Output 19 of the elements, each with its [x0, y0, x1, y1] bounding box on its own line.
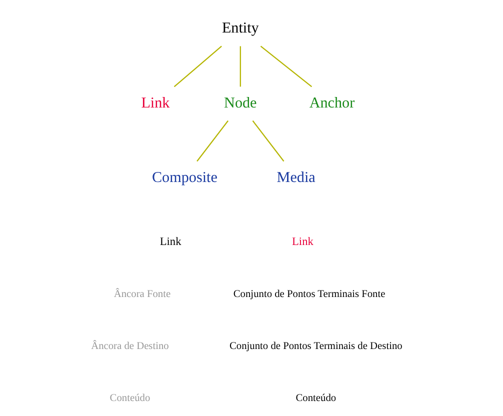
connector — [260, 46, 312, 88]
node-text: Link — [141, 95, 170, 112]
node-text: Composite — [152, 170, 218, 186]
connector — [252, 120, 284, 162]
node-text: Node — [224, 95, 257, 112]
connector — [196, 120, 228, 162]
connector — [240, 46, 241, 87]
node-text: Media — [276, 170, 316, 186]
node-text: Entity — [222, 20, 259, 37]
label: Conjunto de Pontos Terminais Fonte — [233, 289, 386, 300]
label: Link — [160, 236, 182, 248]
label: Conteúdo — [110, 392, 150, 404]
label: Conjunto de Pontos Terminais de Destino — [229, 340, 402, 352]
label: Conteúdo — [296, 392, 336, 404]
label: Link — [292, 236, 314, 248]
node-text: Anchor — [309, 95, 355, 112]
connector — [174, 46, 222, 88]
label: Âncora Fonte — [114, 289, 171, 300]
label: Âncora de Destino — [91, 340, 169, 352]
